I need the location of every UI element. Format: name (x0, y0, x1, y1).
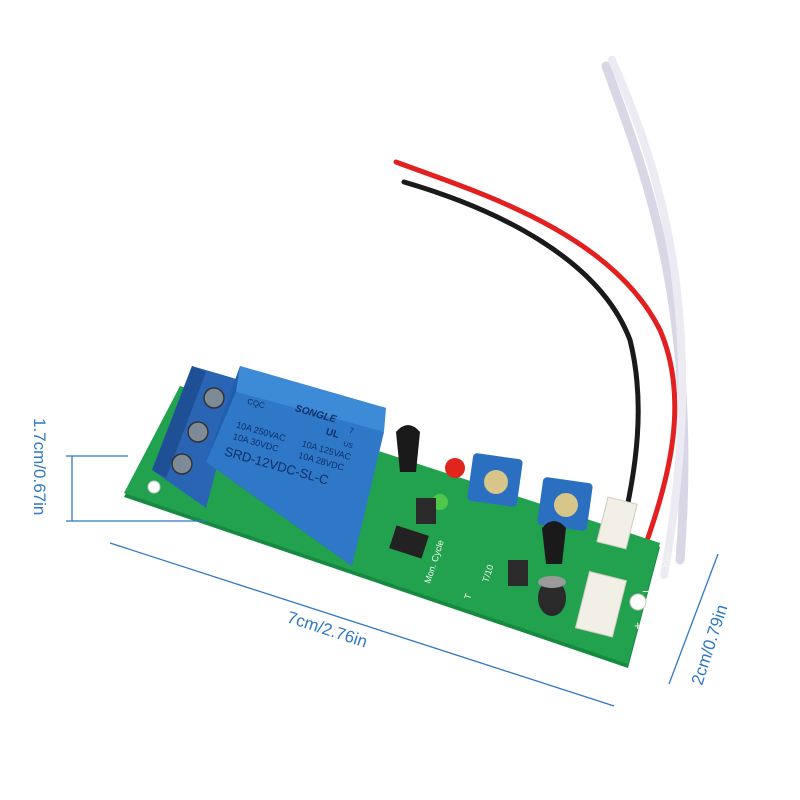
dimension-width: 2cm/0.79in (668, 553, 732, 687)
red-wire (393, 159, 678, 563)
capacitor-top (538, 576, 566, 588)
silk-minus: − (642, 584, 650, 599)
dimension-height: 1.7cm/0.67in (30, 418, 206, 522)
wire-bundle (393, 56, 689, 583)
relay: SONGLE CQC 10A 250VAC 10A 30VDC 10A 125V… (206, 366, 386, 566)
terminal-screw (203, 387, 225, 409)
relay-ul-suffix: US (342, 441, 354, 451)
transistor (542, 521, 566, 564)
height-label: 1.7cm/0.67in (30, 418, 49, 515)
terminal-screw (187, 421, 209, 443)
ic-chip (389, 525, 429, 559)
silk-plus: + (634, 618, 642, 633)
capacitor (538, 580, 566, 616)
white-wire (601, 61, 689, 565)
components (389, 425, 638, 638)
mounting-hole (147, 480, 161, 494)
pot-knob (554, 493, 578, 517)
length-label: 7cm/2.76in (285, 608, 370, 652)
transistor (396, 425, 420, 472)
width-label: 2cm/0.79in (688, 602, 732, 687)
terminal-screw (171, 453, 193, 475)
relay-ul-number: 7 (348, 426, 355, 436)
screw-terminal-block (152, 366, 240, 508)
jumper (416, 498, 436, 524)
pot-knob (484, 470, 508, 494)
relay-ul-mark: UL (324, 427, 340, 441)
jst-connector (596, 496, 638, 550)
silk-key: Key (660, 550, 674, 568)
silk-t: T (462, 592, 473, 601)
mounting-hole (629, 593, 647, 611)
red-led (445, 458, 465, 478)
white-wire (608, 56, 687, 579)
jst-connector (574, 570, 628, 638)
jumper (508, 560, 528, 586)
black-wire (401, 179, 641, 583)
